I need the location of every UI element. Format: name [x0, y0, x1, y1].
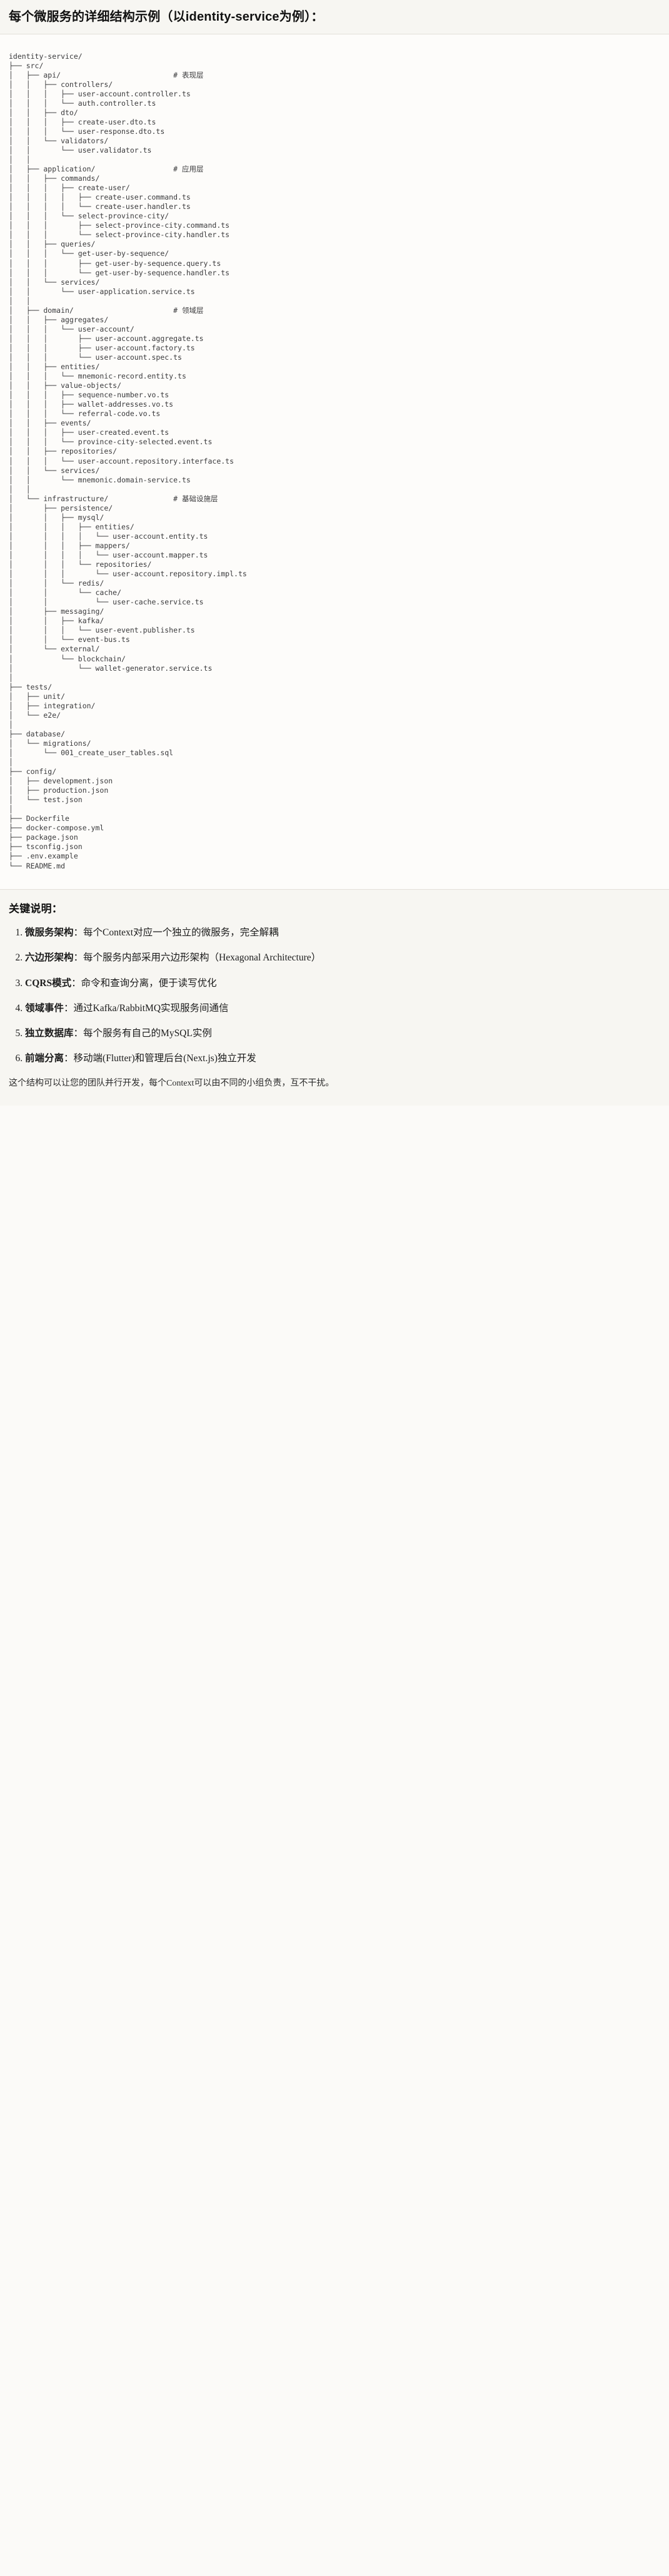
key-point-term: CQRS模式 — [25, 977, 72, 989]
key-point-body: 每个服务内部采用六边形架构（Hexagonal Architecture） — [83, 952, 321, 964]
key-point-term: 六边形架构 — [25, 952, 74, 964]
key-points-section: 关键说明： 微服务架构：每个Context对应一个独立的微服务，完全解耦 六边形… — [0, 890, 669, 1106]
list-item: 独立数据库：每个服务有自己的MySQL实例 — [25, 1026, 660, 1041]
list-item: 前端分离：移动端(Flutter)和管理后台(Next.js)独立开发 — [25, 1051, 660, 1066]
key-point-term: 微服务架构 — [25, 927, 74, 939]
page-root: 每个微服务的详细结构示例（以identity-service为例）： ident… — [0, 0, 669, 1106]
page-title: 每个微服务的详细结构示例（以identity-service为例）： — [9, 10, 324, 24]
list-item: 微服务架构：每个Context对应一个独立的微服务，完全解耦 — [25, 925, 660, 940]
directory-tree: identity-service/ ├── src/ │ ├── api/ # … — [9, 51, 247, 870]
key-point-separator: ： — [64, 1053, 74, 1064]
list-item: 领域事件：通过Kafka/RabbitMQ实现服务间通信 — [25, 1001, 660, 1016]
key-point-separator: ： — [73, 1028, 84, 1039]
key-points-heading: 关键说明： — [9, 903, 63, 915]
key-point-term: 领域事件 — [25, 1002, 64, 1014]
key-point-body: 命令和查询分离，便于读写优化 — [81, 977, 217, 989]
key-points-list: 微服务架构：每个Context对应一个独立的微服务，完全解耦 六边形架构：每个服… — [9, 925, 660, 1066]
key-point-body: 每个服务有自己的MySQL实例 — [83, 1028, 212, 1039]
list-item: 六边形架构：每个服务内部采用六边形架构（Hexagonal Architectu… — [25, 950, 660, 965]
key-point-body: 通过Kafka/RabbitMQ实现服务间通信 — [73, 1002, 229, 1014]
directory-tree-section: identity-service/ ├── src/ │ ├── api/ # … — [0, 34, 669, 890]
key-point-separator: ： — [64, 1002, 74, 1014]
key-point-term: 独立数据库 — [25, 1028, 74, 1039]
key-point-separator: ： — [73, 952, 84, 964]
closing-paragraph: 这个结构可以让您的团队并行开发，每个Context可以由不同的小组负责，互不干扰… — [9, 1078, 334, 1088]
header-section: 每个微服务的详细结构示例（以identity-service为例）： — [0, 0, 669, 34]
list-item: CQRS模式：命令和查询分离，便于读写优化 — [25, 976, 660, 990]
key-point-term: 前端分离 — [25, 1053, 64, 1064]
key-point-body: 移动端(Flutter)和管理后台(Next.js)独立开发 — [73, 1053, 256, 1064]
key-point-separator: ： — [71, 977, 81, 989]
key-point-separator: ： — [73, 927, 84, 939]
key-point-body: 每个Context对应一个独立的微服务，完全解耦 — [83, 927, 279, 939]
